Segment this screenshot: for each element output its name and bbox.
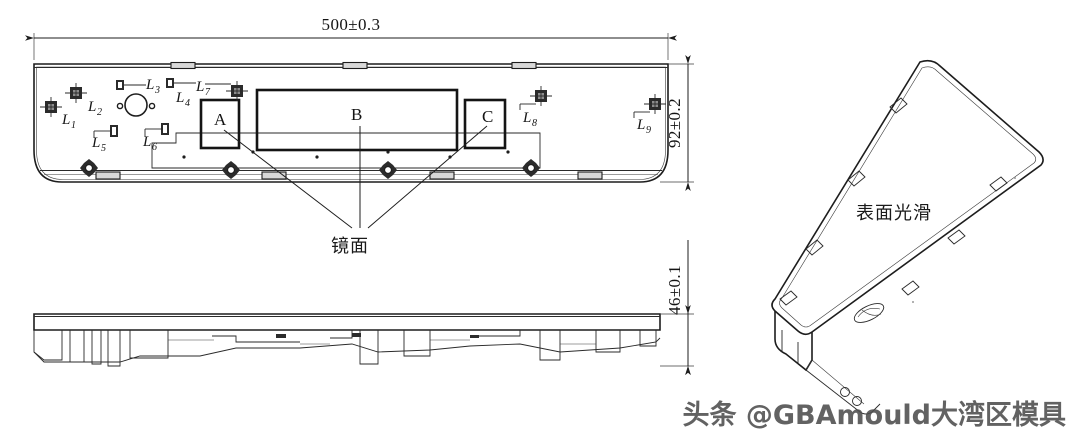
side-slab xyxy=(33,313,661,331)
zone-a-label: A xyxy=(214,110,227,129)
smooth-surface-note: 表面光滑 xyxy=(856,203,932,224)
svg-text:L: L xyxy=(87,99,96,115)
svg-text:L: L xyxy=(636,117,645,133)
iso-left-clips xyxy=(779,97,908,306)
iso-wall-lines xyxy=(781,330,799,364)
label-L4: L 4 xyxy=(175,90,190,109)
clip-tabs xyxy=(93,78,196,138)
label-L6: L 6 xyxy=(142,134,157,153)
screw-bosses xyxy=(40,81,666,117)
svg-text:L: L xyxy=(91,135,100,151)
label-L2: L 2 xyxy=(87,99,102,118)
svg-text:L: L xyxy=(61,112,70,128)
diamond-bosses xyxy=(80,159,540,179)
iso-inner-contour xyxy=(779,66,1037,328)
zone-b-rect xyxy=(255,88,459,152)
mirror-note-leaders xyxy=(223,125,488,229)
svg-text:1: 1 xyxy=(71,120,76,131)
watermark: 头条 @GBAmould大湾区模具 xyxy=(682,400,1066,431)
overall-height-text: 92±0.2 xyxy=(665,98,684,148)
side-detail-lines xyxy=(168,339,596,345)
mirror-surface-note: 镜面 xyxy=(331,236,369,257)
label-L8: L 8 xyxy=(522,110,537,129)
svg-text:7: 7 xyxy=(205,87,211,98)
svg-text:9: 9 xyxy=(646,125,651,136)
side-small-marks xyxy=(276,333,479,338)
svg-text:L: L xyxy=(145,77,154,93)
svg-text:2: 2 xyxy=(97,107,102,118)
iso-surface-ticks xyxy=(912,177,1016,303)
side-lower-contour xyxy=(33,337,661,363)
svg-text:5: 5 xyxy=(101,143,106,154)
svg-text:L: L xyxy=(175,90,184,106)
round-hole-feature xyxy=(116,93,156,117)
svg-text:4: 4 xyxy=(185,98,190,109)
iso-bottom-edge xyxy=(805,369,881,415)
overall-depth-text: 46±0.1 xyxy=(665,265,684,315)
label-L3: L 3 xyxy=(145,77,160,96)
panel-outline xyxy=(33,63,669,183)
svg-text:L: L xyxy=(195,79,204,95)
top-edge-tabs xyxy=(170,61,537,70)
feature-label-group: L 1 L 2 L 3 L 4 L 5 xyxy=(61,77,651,154)
iso-emblem xyxy=(853,303,885,323)
side-ribs xyxy=(33,330,657,367)
svg-text:L: L xyxy=(142,134,151,150)
panel-inner-contour xyxy=(36,66,666,180)
label-L7: L 7 xyxy=(195,79,211,98)
zone-c-label: C xyxy=(482,107,493,126)
top-view: A B C xyxy=(33,61,669,257)
svg-text:3: 3 xyxy=(154,85,160,96)
overall-length-text: 500±0.3 xyxy=(322,15,381,34)
svg-text:L: L xyxy=(522,110,531,126)
svg-text:8: 8 xyxy=(532,118,537,129)
lower-pocket xyxy=(151,132,541,169)
dimension-set: 500±0.3 92±0.2 46±0.1 xyxy=(25,15,694,375)
isometric-view: 表面光滑 xyxy=(771,59,1044,415)
iso-front-face xyxy=(771,59,1044,336)
label-leader-stubs xyxy=(205,83,650,118)
label-L9: L 9 xyxy=(636,117,651,136)
label-L1: L 1 xyxy=(61,112,76,131)
zone-c-rect xyxy=(463,98,507,150)
iso-side-wall xyxy=(774,311,813,372)
pocket-dimples xyxy=(182,150,510,159)
svg-text:6: 6 xyxy=(152,142,157,153)
label-L5: L 5 xyxy=(91,135,106,154)
zone-a-rect xyxy=(199,98,241,150)
iso-right-clips xyxy=(901,176,1008,296)
side-view xyxy=(33,313,661,367)
zone-b-label: B xyxy=(351,105,362,124)
iso-bottom-bumps xyxy=(840,387,862,406)
